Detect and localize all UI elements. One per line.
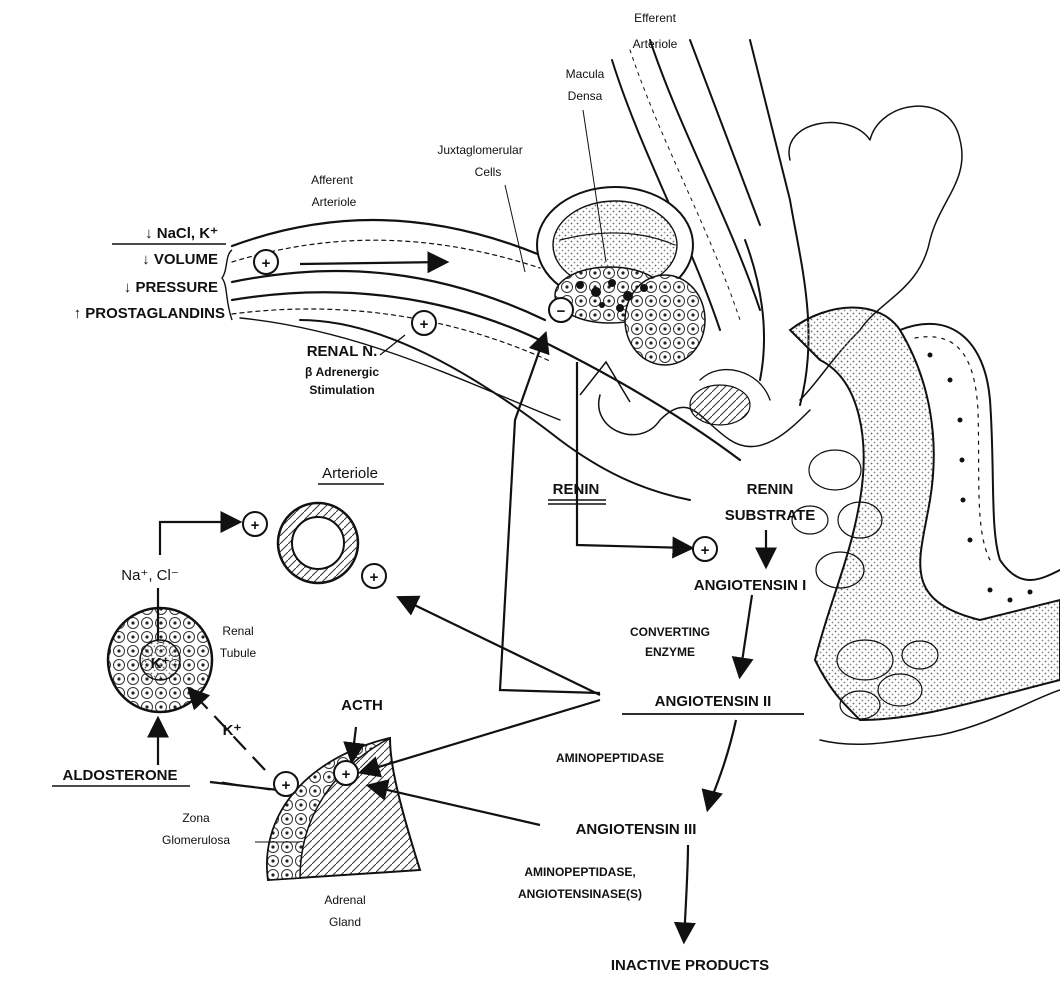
label-angiotensin-1: ANGIOTENSIN I [694, 577, 807, 594]
label-angiotensinases: ANGIOTENSINASE(S) [518, 887, 642, 901]
svg-text:+: + [370, 569, 379, 586]
label-stimulus-pressure: ↓ PRESSURE [124, 279, 218, 296]
label-afferent-2: Arteriole [312, 195, 357, 209]
plus-sign-adrenal-left: + [274, 772, 298, 796]
label-efferent-1: Efferent [634, 11, 676, 25]
label-macula-2: Densa [568, 89, 603, 103]
svg-text:+: + [420, 316, 429, 333]
label-macula-1: Macula [566, 67, 605, 81]
plus-sign-stimulus: + [254, 250, 278, 274]
svg-text:+: + [701, 542, 710, 559]
label-angiotensin-3: ANGIOTENSIN III [576, 821, 697, 838]
label-acth: ACTH [341, 697, 383, 714]
label-renal-tubule-2: Tubule [220, 646, 257, 660]
label-juxta-2: Cells [475, 165, 502, 179]
arteriole-cross-section [278, 503, 358, 583]
svg-text:−: − [557, 303, 566, 320]
label-afferent-1: Afferent [311, 173, 353, 187]
label-na-cl: Na⁺, Cl⁻ [121, 567, 179, 584]
label-renin: RENIN [553, 481, 600, 498]
label-angiotensin-2: ANGIOTENSIN II [655, 693, 772, 710]
label-renin-substrate-1: RENIN [747, 481, 794, 498]
label-juxta-1: Juxtaglomerular [437, 143, 522, 157]
svg-text:+: + [282, 777, 291, 794]
adrenal-gland-drawing [267, 738, 420, 880]
label-beta-adrenergic: β Adrenergic [305, 365, 379, 379]
label-adrenal-1: Adrenal [324, 893, 365, 907]
plus-sign-renal-n: + [412, 311, 436, 335]
label-inactive-products: INACTIVE PRODUCTS [611, 957, 769, 974]
svg-text:+: + [262, 255, 271, 272]
label-adrenal-2: Gland [329, 915, 361, 929]
plus-sign-arteriole-right: + [362, 564, 386, 588]
label-efferent-2: Arteriole [633, 37, 678, 51]
label-zona-2: Glomerulosa [162, 833, 230, 847]
svg-text:+: + [251, 517, 260, 534]
label-converting-2: ENZYME [645, 645, 695, 659]
label-converting-1: CONVERTING [630, 625, 710, 639]
label-aminopeptidase-2: AMINOPEPTIDASE, [524, 865, 635, 879]
label-stimulus-prostaglandins: ↑ PROSTAGLANDINS [74, 305, 225, 322]
plus-sign-adrenal-right: + [334, 761, 358, 785]
plus-sign-arteriole-left: + [243, 512, 267, 536]
label-renin-substrate-2: SUBSTRATE [725, 507, 816, 524]
svg-text:+: + [342, 766, 351, 783]
label-k-arrow: K⁺ [223, 722, 242, 739]
label-aminopeptidase: AMINOPEPTIDASE [556, 751, 664, 765]
minus-sign-feedback: − [549, 298, 573, 322]
label-aldosterone: ALDOSTERONE [62, 767, 177, 784]
label-stimulation: Stimulation [309, 383, 374, 397]
label-zona-1: Zona [182, 811, 210, 825]
label-k-inner: K⁺ [151, 655, 170, 672]
label-renal-n: RENAL N. [307, 343, 378, 360]
label-arteriole: Arteriole [322, 465, 378, 482]
pathway-labels: RENIN RENIN SUBSTRATE ANGIOTENSIN I CONV… [518, 481, 815, 974]
label-stimulus-volume: ↓ VOLUME [142, 251, 218, 268]
plus-sign-renin: + [693, 537, 717, 561]
label-stimulus-nacl: ↓ NaCl, K⁺ [145, 225, 218, 242]
label-renal-tubule-1: Renal [222, 624, 253, 638]
